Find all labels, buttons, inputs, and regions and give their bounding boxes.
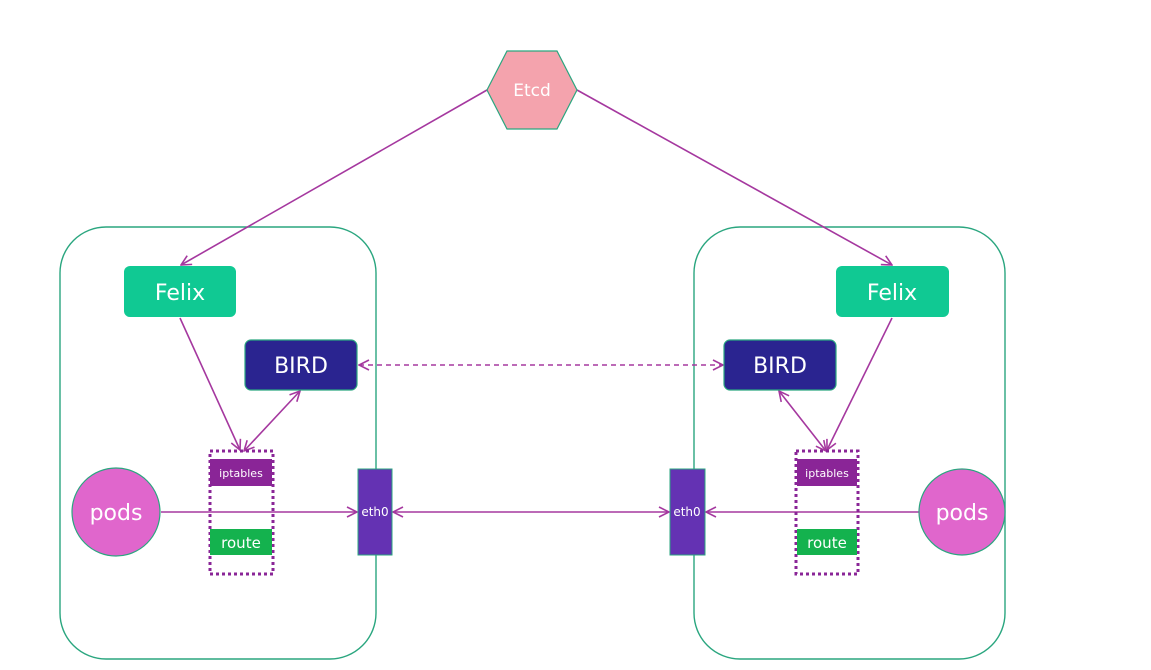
eth0-left-label: eth0 <box>361 505 388 519</box>
route-left-label: route <box>221 534 261 552</box>
eth0-left: eth0 <box>357 468 393 556</box>
felix-right: Felix <box>836 266 949 317</box>
bird-left: BIRD <box>244 339 358 391</box>
route-right-label: route <box>807 534 847 552</box>
pods-left-label: pods <box>90 501 143 526</box>
route-right: route <box>797 529 857 555</box>
iptables-right-label: iptables <box>805 467 849 480</box>
bird-left-label: BIRD <box>274 354 328 379</box>
pods-right: pods <box>918 468 1006 556</box>
routing-group-right <box>794 449 860 576</box>
felix-left-label: Felix <box>155 281 205 306</box>
felix-to-iptables-left-arrow <box>179 317 240 450</box>
etcd-label: Etcd <box>513 81 551 101</box>
eth0-right-label: eth0 <box>673 505 700 519</box>
pods-right-label: pods <box>936 501 989 526</box>
pods-left: pods <box>71 467 161 557</box>
bird-right-label: BIRD <box>753 354 807 379</box>
iptables-left-label: iptables <box>219 467 263 480</box>
node-left-container <box>59 226 377 660</box>
bird-to-iptables-right-arrow <box>779 391 826 451</box>
iptables-left: iptables <box>210 459 272 486</box>
bird-to-iptables-left-arrow <box>244 391 300 451</box>
etcd-to-felix-left-arrow <box>181 89 488 265</box>
iptables-right: iptables <box>797 459 857 486</box>
node-right-container <box>693 226 1006 660</box>
routing-group-left <box>208 449 275 576</box>
felix-right-label: Felix <box>867 281 917 306</box>
felix-to-iptables-right-arrow <box>827 317 893 450</box>
bird-right: BIRD <box>723 339 837 391</box>
route-left: route <box>210 529 272 555</box>
etcd-node: Etcd <box>486 50 578 130</box>
eth0-right: eth0 <box>669 468 706 556</box>
etcd-to-felix-right-arrow <box>576 89 892 265</box>
felix-left: Felix <box>124 266 236 317</box>
